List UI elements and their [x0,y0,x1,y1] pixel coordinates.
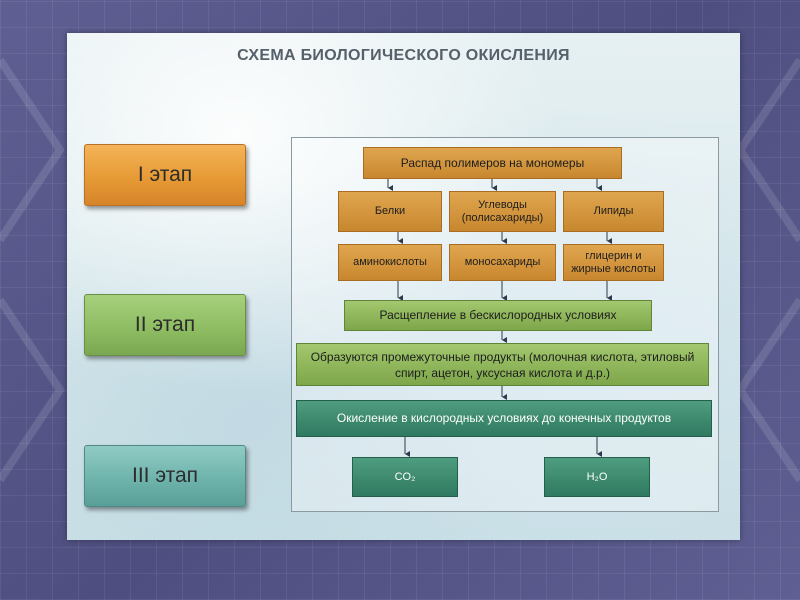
slide-title: СХЕМА БИОЛОГИЧЕСКОГО ОКИСЛЕНИЯ [237,47,570,64]
product-box-h2o: H₂O [544,457,650,497]
stage-3-label: III этап [84,445,246,507]
polymer-box-proteins: Белки [338,191,442,232]
flow-arrows [387,179,612,457]
stage-1-label: I этап [84,144,246,206]
decomposition-box: Распад полимеров на мономеры [363,147,622,179]
aerobic-box: Окисление в кислородных условиях до коне… [296,400,712,437]
slide: СХЕМА БИОЛОГИЧЕСКОГО ОКИСЛЕНИЯ I этап II… [67,33,740,540]
product-box-co2: CO₂ [352,457,458,497]
monomer-box-amino-acids: аминокислоты [338,244,442,281]
stage-2-label: II этап [84,294,246,356]
monomer-box-monosaccharides: моносахариды [449,244,556,281]
polymer-box-lipids: Липиды [563,191,664,232]
arrow-group [387,179,612,457]
monomer-box-glycerol-fatty-acids: глицерин и жирные кислоты [563,244,664,281]
polymer-box-carbohydrates: Углеводы (полисахариды) [449,191,556,232]
anaerobic-box: Расщепление в бескислородных условиях [344,300,652,331]
intermediates-box: Образуются промежуточные продукты (молоч… [296,343,709,386]
